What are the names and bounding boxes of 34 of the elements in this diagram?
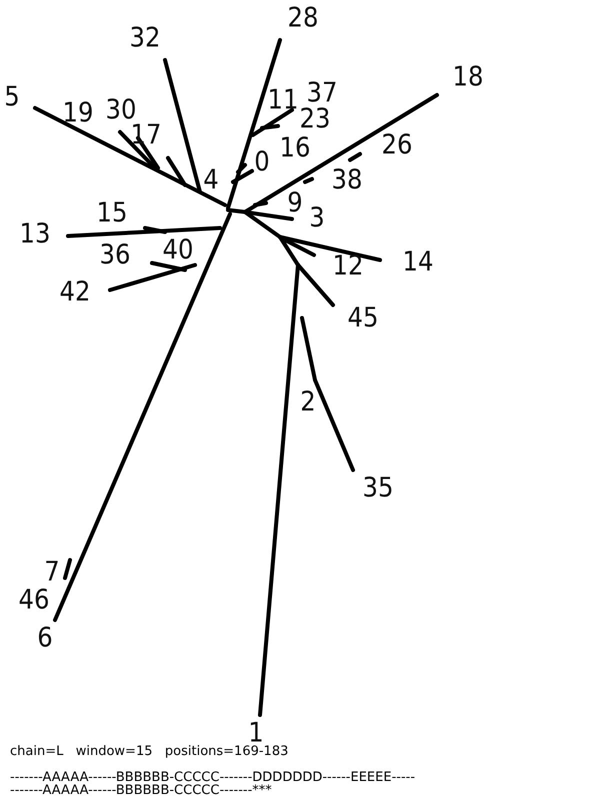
leaf-number: 38	[332, 166, 362, 194]
sequence-line: -------AAAAA------BBBBBB-CCCCC-------***	[10, 784, 272, 797]
leaf-number: 2	[300, 388, 316, 416]
leaf-number: 4	[203, 166, 219, 194]
leaf-number: 12	[332, 252, 364, 280]
leaf-number: 5	[4, 84, 20, 110]
leaf-number: 46	[18, 586, 50, 614]
leaf-number: 15	[96, 200, 128, 226]
leaf-number: 16	[280, 134, 310, 162]
leaf-number: 42	[60, 278, 90, 306]
leaf-number: 14	[402, 248, 434, 276]
leaf-number: 11	[268, 86, 298, 114]
leaf-number: 45	[348, 304, 378, 332]
leaf-number: 18	[452, 64, 484, 90]
sequence-line: -------AAAAA------BBBBBB-CCCCC-------DDDDDDD------EEEEE-----	[10, 771, 416, 784]
leaf-number: 13	[20, 220, 50, 248]
leaf-number: 3	[309, 204, 325, 232]
leaf-number: 6	[37, 624, 53, 652]
leaf-number: 30	[106, 96, 136, 124]
leaf-number: 37	[306, 80, 338, 106]
leaf-number: 19	[62, 100, 94, 126]
leaf-number: 1	[248, 720, 264, 746]
leaf-number: 40	[162, 236, 194, 264]
leaf-number: 7	[44, 558, 60, 586]
leaf-number: 23	[300, 106, 330, 132]
leaf-number: 36	[100, 242, 130, 268]
leaf-number: 35	[362, 474, 394, 502]
leaf-number: 32	[130, 24, 160, 52]
leaf-number: 0	[254, 148, 270, 176]
leaf-number: 9	[287, 190, 303, 216]
leaf-number: 26	[382, 132, 412, 158]
parameter-text: chain=L window=15 positions=169-183	[10, 745, 288, 758]
leaf-number: 17	[130, 122, 162, 148]
leaf-number: 28	[288, 4, 318, 32]
